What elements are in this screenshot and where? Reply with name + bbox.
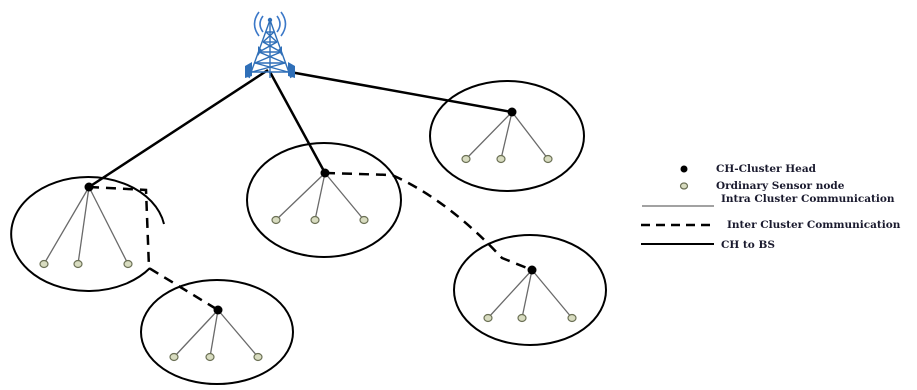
legend-intra-cluster-label: Intra Cluster Communication (721, 193, 895, 205)
ordinary-node (73, 259, 83, 269)
legend-cluster-head-symbol (680, 165, 688, 173)
ordinary-node (169, 352, 179, 362)
ordinary-node (567, 313, 577, 323)
cluster-head (213, 305, 223, 315)
cluster-head (527, 265, 537, 275)
ordinary-node (123, 259, 133, 269)
ch-bs-link-center (268, 71, 327, 174)
legend: CH-Cluster Head Ordinary Sensor node Int… (641, 163, 901, 251)
cluster-heads (84, 107, 537, 315)
ch-to-bs-links (88, 68, 513, 189)
ordinary-node (461, 154, 471, 164)
ordinary-node (517, 313, 527, 323)
ordinary-node (253, 352, 263, 362)
ordinary-node (205, 352, 215, 362)
cluster-boundary-bottom-right (453, 234, 607, 346)
ordinary-node (483, 313, 493, 323)
cluster-boundaries (10, 80, 607, 385)
legend-cluster-head-label: CH-Cluster Head (716, 163, 817, 175)
intra-cluster-links (43, 111, 573, 358)
cluster-boundary-center (246, 142, 402, 258)
cell-tower-icon (245, 11, 295, 79)
inter-cluster-link-center-bottom-right (324, 171, 533, 272)
ordinary-sensor-nodes (39, 154, 577, 362)
cluster-head (84, 182, 94, 192)
signal-waves-icon (253, 11, 287, 37)
cluster-boundary-top-right (429, 80, 585, 192)
ordinary-node (271, 215, 281, 225)
ch-bs-link-left (88, 68, 269, 189)
legend-inter-cluster-label: Inter Cluster Communication (727, 219, 901, 231)
cluster-head (320, 168, 330, 178)
ch-bs-link-top-right (289, 70, 513, 114)
legend-ordinary-node-label: Ordinary Sensor node (716, 180, 845, 192)
cluster-boundary-bottom (140, 279, 294, 385)
legend-ch-to-bs-label: CH to BS (721, 239, 775, 251)
legend-ordinary-node-symbol (679, 182, 689, 190)
inter-cluster-links (88, 171, 533, 312)
inter-cluster-link-left-bottom (88, 185, 219, 312)
cluster-head (507, 107, 517, 117)
ordinary-node (543, 154, 553, 164)
cluster-boundary-left (10, 176, 165, 292)
ordinary-node (39, 259, 49, 269)
ordinary-node (496, 154, 506, 164)
ordinary-node (310, 215, 320, 225)
ordinary-node (359, 215, 369, 225)
